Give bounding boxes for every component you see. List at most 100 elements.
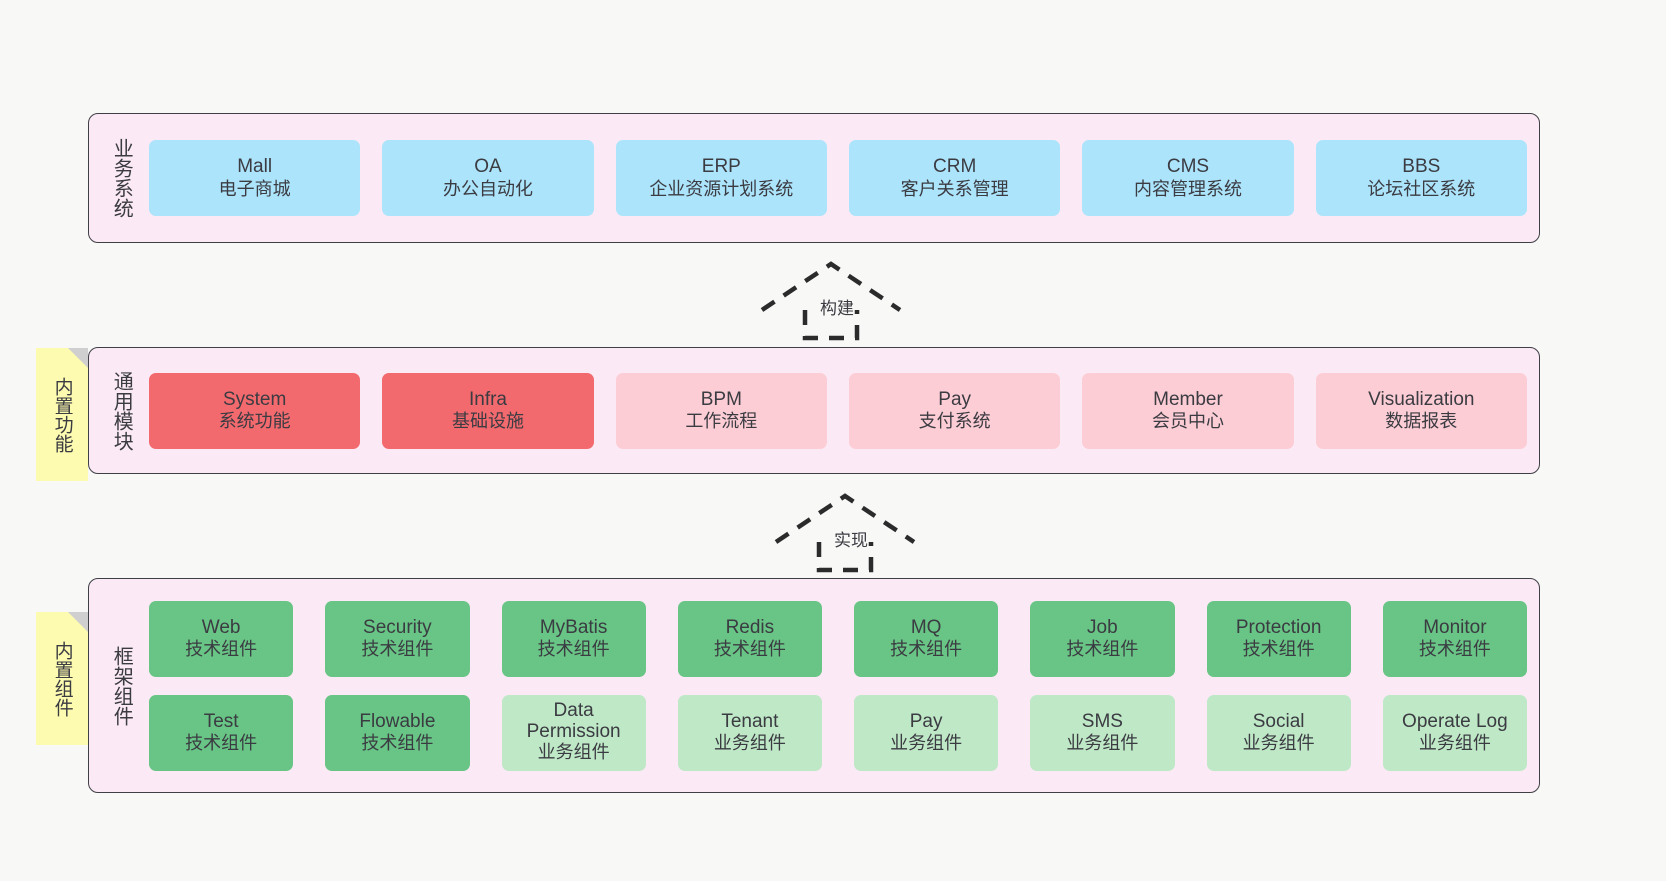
card-subtitle: 技术组件 (537, 639, 610, 660)
card-subtitle: 技术组件 (1066, 639, 1139, 660)
card-row: System 系统功能 Infra 基础设施 BPM 工作流程 Pay 支付系统… (149, 372, 1527, 449)
card-tenant[interactable]: Tenant 业务组件 (677, 694, 822, 771)
card-job[interactable]: Job 技术组件 (1030, 600, 1175, 677)
card-title: Mall (237, 156, 273, 178)
note-builtin-component: 内置组件 (36, 612, 88, 745)
card-flowable[interactable]: Flowable 技术组件 (325, 694, 470, 771)
card-operate-log[interactable]: Operate Log 业务组件 (1382, 694, 1527, 771)
layer-body-framework-component: Web 技术组件 Security 技术组件 MyBatis 技术组件 Redi… (141, 589, 1527, 782)
card-title: Infra (468, 388, 507, 410)
card-title: BPM (700, 388, 742, 410)
card-subtitle: 技术组件 (1418, 639, 1491, 660)
card-data-permission[interactable]: Data Permission 业务组件 (501, 694, 646, 771)
card-title: CMS (1166, 156, 1210, 178)
connector-implement-label: 实现 (834, 531, 868, 550)
card-subtitle: 业务组件 (537, 742, 610, 763)
card-system[interactable]: System 系统功能 (149, 372, 361, 449)
card-subtitle: 论坛社区系统 (1367, 178, 1476, 199)
card-title: Operate Log (1402, 710, 1508, 732)
card-security[interactable]: Security 技术组件 (325, 600, 470, 677)
card-bbs[interactable]: BBS 论坛社区系统 (1315, 140, 1527, 216)
card-subtitle: 工作流程 (685, 411, 758, 432)
card-redis[interactable]: Redis 技术组件 (677, 600, 822, 677)
card-subtitle: 系统功能 (218, 411, 291, 432)
card-title: Pay (938, 388, 972, 410)
card-subtitle: 支付系统 (918, 411, 991, 432)
card-subtitle: 基础设施 (451, 411, 524, 432)
layer-title-common-module: 通用模块 (110, 370, 133, 451)
card-title: Test (203, 710, 239, 732)
card-title: MyBatis (539, 616, 608, 638)
card-title: Pay (909, 710, 943, 732)
card-visualization[interactable]: Visualization 数据报表 (1315, 372, 1527, 449)
connector-build-label: 构建 (820, 299, 854, 318)
card-title: System (222, 388, 287, 410)
card-subtitle: 技术组件 (361, 733, 434, 754)
card-title: Web (201, 616, 241, 638)
card-title: Visualization (1368, 388, 1475, 410)
card-subtitle: 技术组件 (713, 639, 786, 660)
card-title: Tenant (721, 710, 779, 732)
card-erp[interactable]: ERP 企业资源计划系统 (615, 140, 827, 216)
card-mq[interactable]: MQ 技术组件 (854, 600, 999, 677)
card-sms[interactable]: SMS 业务组件 (1030, 694, 1175, 771)
card-subtitle: 企业资源计划系统 (649, 178, 794, 199)
connector-build: 构建 (758, 258, 904, 342)
connector-implement: 实现 (772, 490, 918, 574)
card-subtitle: 业务组件 (890, 733, 963, 754)
card-protection[interactable]: Protection 技术组件 (1206, 600, 1351, 677)
card-title: Member (1153, 388, 1223, 410)
card-title: Monitor (1423, 616, 1487, 638)
card-title: Protection (1235, 616, 1322, 638)
card-pay-module[interactable]: Pay 支付系统 (848, 372, 1061, 449)
card-oa[interactable]: OA 办公自动化 (382, 140, 594, 216)
card-title: BBS (1402, 156, 1441, 178)
card-title: MQ (910, 616, 942, 638)
card-subtitle: 电子商城 (218, 178, 291, 199)
card-member[interactable]: Member 会员中心 (1082, 372, 1294, 449)
note-fold-corner-icon (68, 348, 88, 368)
card-title: SMS (1081, 710, 1123, 732)
card-subtitle: 技术组件 (361, 639, 434, 660)
card-subtitle: 技术组件 (890, 639, 963, 660)
card-subtitle: 内容管理系统 (1133, 178, 1242, 199)
card-pay-component[interactable]: Pay 业务组件 (854, 694, 999, 771)
card-row: Mall 电子商城 OA 办公自动化 ERP 企业资源计划系统 CRM 客户关系… (149, 140, 1527, 216)
card-title: Redis (725, 616, 775, 638)
card-monitor[interactable]: Monitor 技术组件 (1382, 600, 1527, 677)
card-title: Job (1087, 616, 1118, 638)
card-subtitle: 技术组件 (1242, 639, 1315, 660)
card-title: Flowable (359, 710, 436, 732)
connector-implement-shape (774, 493, 916, 573)
card-bpm[interactable]: BPM 工作流程 (615, 372, 827, 449)
card-subtitle: 技术组件 (185, 733, 258, 754)
layer-common-module: 通用模块 System 系统功能 Infra 基础设施 BPM 工作流程 Pay… (88, 347, 1540, 474)
note-builtin-function: 内置功能 (36, 348, 88, 481)
note-fold-corner-icon (68, 612, 88, 632)
layer-business-system: 业务系统 Mall 电子商城 OA 办公自动化 ERP 企业资源计划系统 CRM… (88, 113, 1540, 243)
layer-body-common-module: System 系统功能 Infra 基础设施 BPM 工作流程 Pay 支付系统… (141, 358, 1527, 463)
card-subtitle: 办公自动化 (442, 178, 533, 199)
card-cms[interactable]: CMS 内容管理系统 (1082, 140, 1294, 216)
card-title: ERP (701, 156, 741, 178)
card-web[interactable]: Web 技术组件 (149, 600, 294, 677)
card-infra[interactable]: Infra 基础设施 (382, 372, 594, 449)
card-title: Social (1252, 710, 1305, 732)
note-builtin-function-text: 内置功能 (51, 376, 73, 453)
card-row: Test 技术组件 Flowable 技术组件 Data Permission … (149, 694, 1527, 771)
card-subtitle: 业务组件 (1066, 733, 1139, 754)
layer-body-business-system: Mall 电子商城 OA 办公自动化 ERP 企业资源计划系统 CRM 客户关系… (141, 124, 1527, 232)
card-test[interactable]: Test 技术组件 (149, 694, 294, 771)
card-subtitle: 技术组件 (185, 639, 258, 660)
card-crm[interactable]: CRM 客户关系管理 (848, 140, 1061, 216)
card-mybatis[interactable]: MyBatis 技术组件 (501, 600, 646, 677)
card-title: OA (474, 156, 502, 178)
card-title: Security (363, 616, 432, 638)
layer-title-framework-component: 框架组件 (110, 645, 133, 726)
card-mall[interactable]: Mall 电子商城 (149, 140, 361, 216)
card-social[interactable]: Social 业务组件 (1206, 694, 1351, 771)
card-title: CRM (933, 156, 977, 178)
layer-framework-component: 框架组件 Web 技术组件 Security 技术组件 MyBatis 技术组件… (88, 578, 1540, 793)
connector-build-shape (760, 261, 902, 341)
